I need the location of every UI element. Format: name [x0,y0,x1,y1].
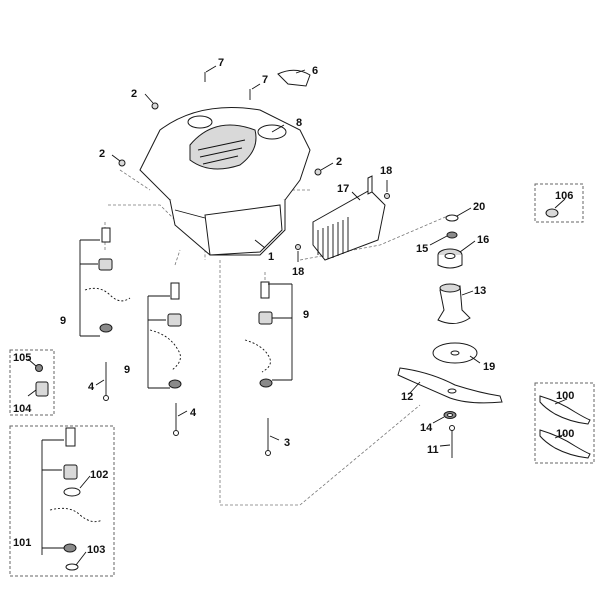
callout-2-top: 2 [131,88,137,100]
callout-labels: 7 7 6 2 2 2 8 1 17 18 18 20 15 16 13 19 … [13,57,574,556]
callout-103: 103 [87,544,105,556]
blade-part-12 [397,367,503,404]
blade-hub-part-16 [437,248,463,269]
ring-part-102 [63,487,81,497]
option-box-100 [534,382,595,464]
spacer-part-104 [35,381,49,397]
damper-set-part-9-center [149,282,182,389]
callout-100-top: 100 [556,390,574,402]
option-box-106 [534,183,584,223]
callout-102: 102 [90,469,108,481]
callout-17: 17 [337,183,349,195]
option-box-104-105 [9,349,55,416]
screw-part-105 [35,364,43,372]
callout-9-center: 9 [124,364,130,376]
damper-set-part-9-right [244,281,273,388]
callout-3: 3 [284,437,290,449]
part-106 [545,208,559,218]
callout-13: 13 [474,285,486,297]
callout-12: 12 [401,391,413,403]
callout-9-right: 9 [303,309,309,321]
washer-part-14 [443,411,457,419]
bracket-101 [41,439,64,555]
blade-option-part-100 [539,395,591,459]
screw-part-18 [295,193,390,250]
callout-1: 1 [268,251,274,263]
callout-2-left: 2 [99,148,105,160]
callout-16: 16 [477,234,489,246]
callout-4-left: 4 [88,381,95,393]
callout-15: 15 [416,243,428,255]
nut-part-2 [118,102,322,176]
callout-101: 101 [13,537,31,549]
engine-cover-part-8 [139,107,311,256]
bolt-part-3 [265,418,271,456]
callout-4-center: 4 [190,407,197,419]
callout-20: 20 [473,201,485,213]
callout-105: 105 [13,352,31,364]
blade-plate-part-19 [432,342,478,364]
bolt-part-4-center [173,403,179,436]
callout-18-bottom: 18 [292,266,304,278]
blade-bolt-part-11 [449,425,455,458]
callout-7-right: 7 [262,74,268,86]
assembly-guide-lines [104,169,451,506]
bolt-part-4-left [103,362,109,401]
damper-kit-part-101 [49,427,103,553]
key-part-15 [446,231,458,239]
bracket-lines [79,239,293,389]
option-box-101 [9,425,115,577]
ring-part-103 [65,563,79,571]
callout-14: 14 [420,422,433,434]
damper-set-part-9-left [84,227,131,333]
callout-100-bottom: 100 [556,428,574,440]
callout-19: 19 [483,361,495,373]
callout-7-left: 7 [218,57,224,69]
leader-lines [27,65,568,566]
callout-11: 11 [427,444,439,456]
callout-2-right: 2 [336,156,342,168]
callout-9-left: 9 [60,315,66,327]
callout-106: 106 [555,190,573,202]
adapter-part-13 [437,283,471,324]
cap-part-6 [277,69,311,87]
callout-8: 8 [296,117,302,129]
screw-part-7 [204,72,251,100]
callout-6: 6 [312,65,318,77]
air-filter-part-17 [312,175,386,261]
callout-18-top: 18 [380,165,392,177]
callout-104: 104 [13,403,32,415]
washer-part-20 [445,214,459,222]
